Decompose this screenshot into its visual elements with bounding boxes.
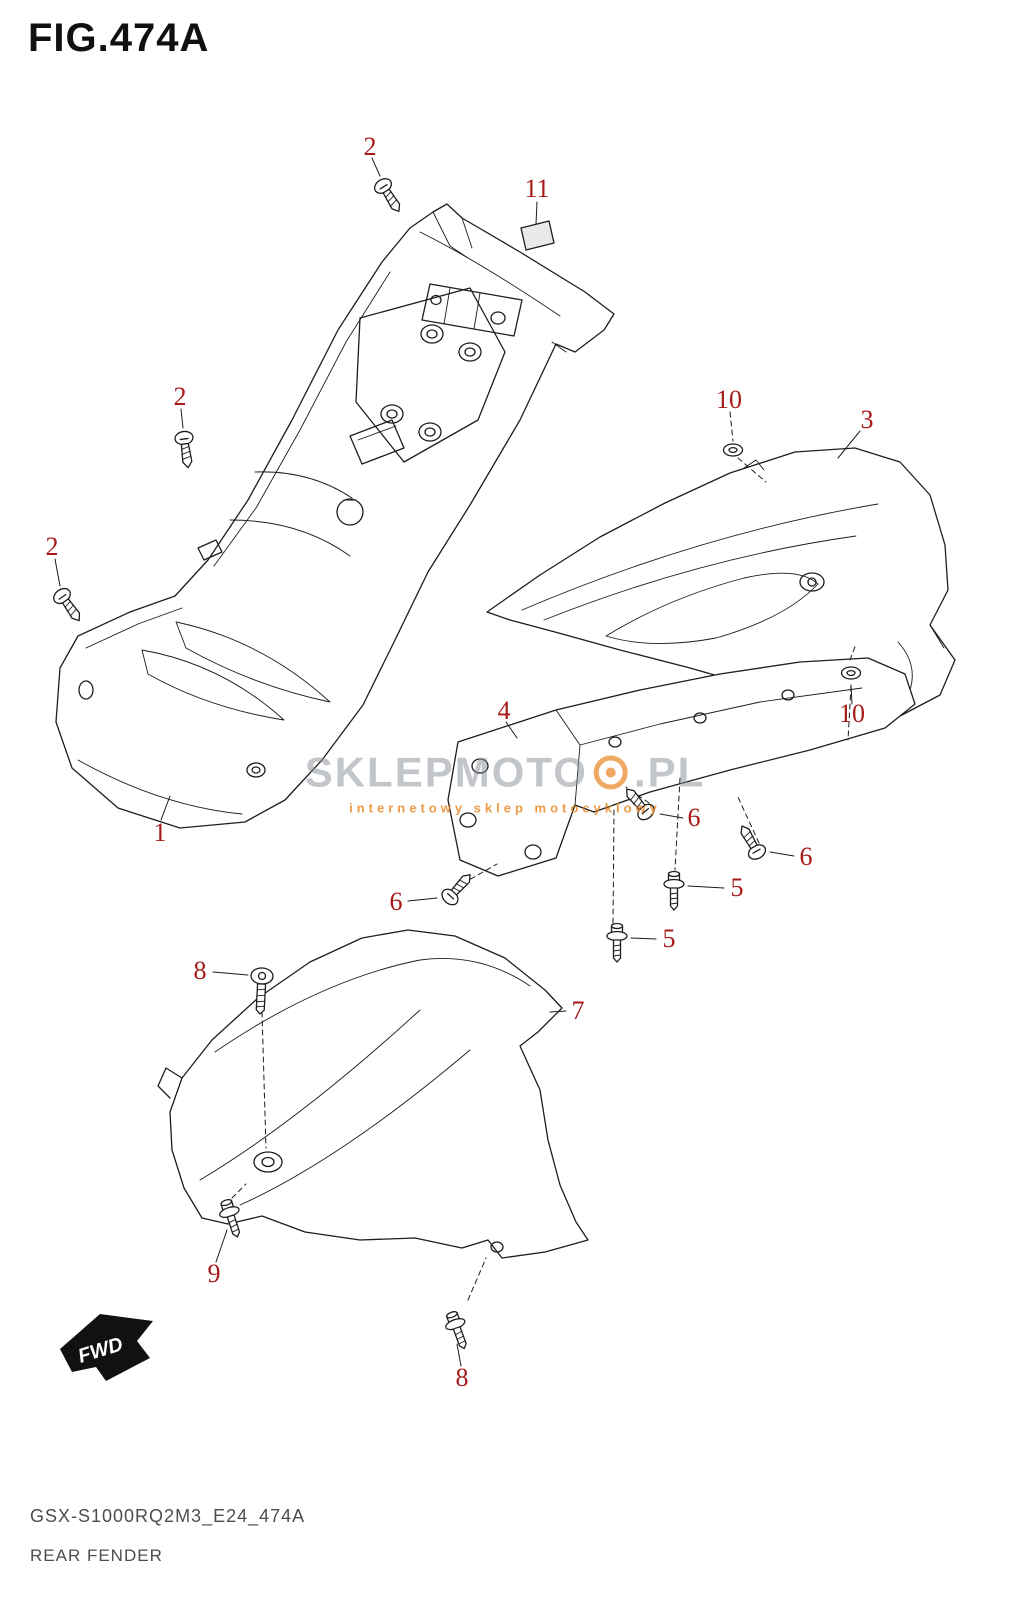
screw-icon <box>733 820 769 863</box>
callout-2: 2 <box>173 382 187 411</box>
callout-8: 8 <box>455 1363 469 1392</box>
callout-3: 3 <box>860 405 874 434</box>
part-11-sticker <box>520 220 555 251</box>
leader-lines <box>54 157 861 1367</box>
figure-title: FIG.474A <box>28 16 210 60</box>
callout-10: 10 <box>839 699 865 728</box>
callout-8: 8 <box>193 956 207 985</box>
figure-caption: REAR FENDER <box>30 1546 163 1565</box>
callout-4: 4 <box>497 696 511 725</box>
callout-1: 1 <box>153 818 167 847</box>
part-7-mud-guard <box>157 929 589 1259</box>
callout-7: 7 <box>571 996 585 1025</box>
callout-6: 6 <box>799 842 813 871</box>
part-3-fender-side-cover <box>486 447 956 717</box>
callout-6: 6 <box>389 887 403 916</box>
bolt-icon <box>606 922 628 963</box>
washer-icon <box>722 443 744 457</box>
callout-5: 5 <box>662 924 676 953</box>
callout-9: 9 <box>207 1259 221 1288</box>
construction-lines <box>231 411 857 1301</box>
screw-icon <box>371 175 408 217</box>
screw-icon <box>173 429 198 470</box>
fwd-arrow: FWD <box>60 1314 153 1381</box>
screw-icon <box>438 868 478 909</box>
part-4-fender-bracket <box>447 657 916 877</box>
callout-6: 6 <box>687 803 701 832</box>
callout-2: 2 <box>45 532 59 561</box>
screw-icon <box>50 584 88 627</box>
model-code: GSX-S1000RQ2M3_E24_474A <box>30 1506 306 1526</box>
part-1-rear-fender <box>55 203 615 829</box>
washer-icon <box>840 666 862 680</box>
bolt-icon <box>663 870 685 911</box>
callout-5: 5 <box>730 873 744 902</box>
callout-10: 10 <box>716 385 742 414</box>
callout-11: 11 <box>524 174 550 203</box>
callout-2: 2 <box>363 132 377 161</box>
